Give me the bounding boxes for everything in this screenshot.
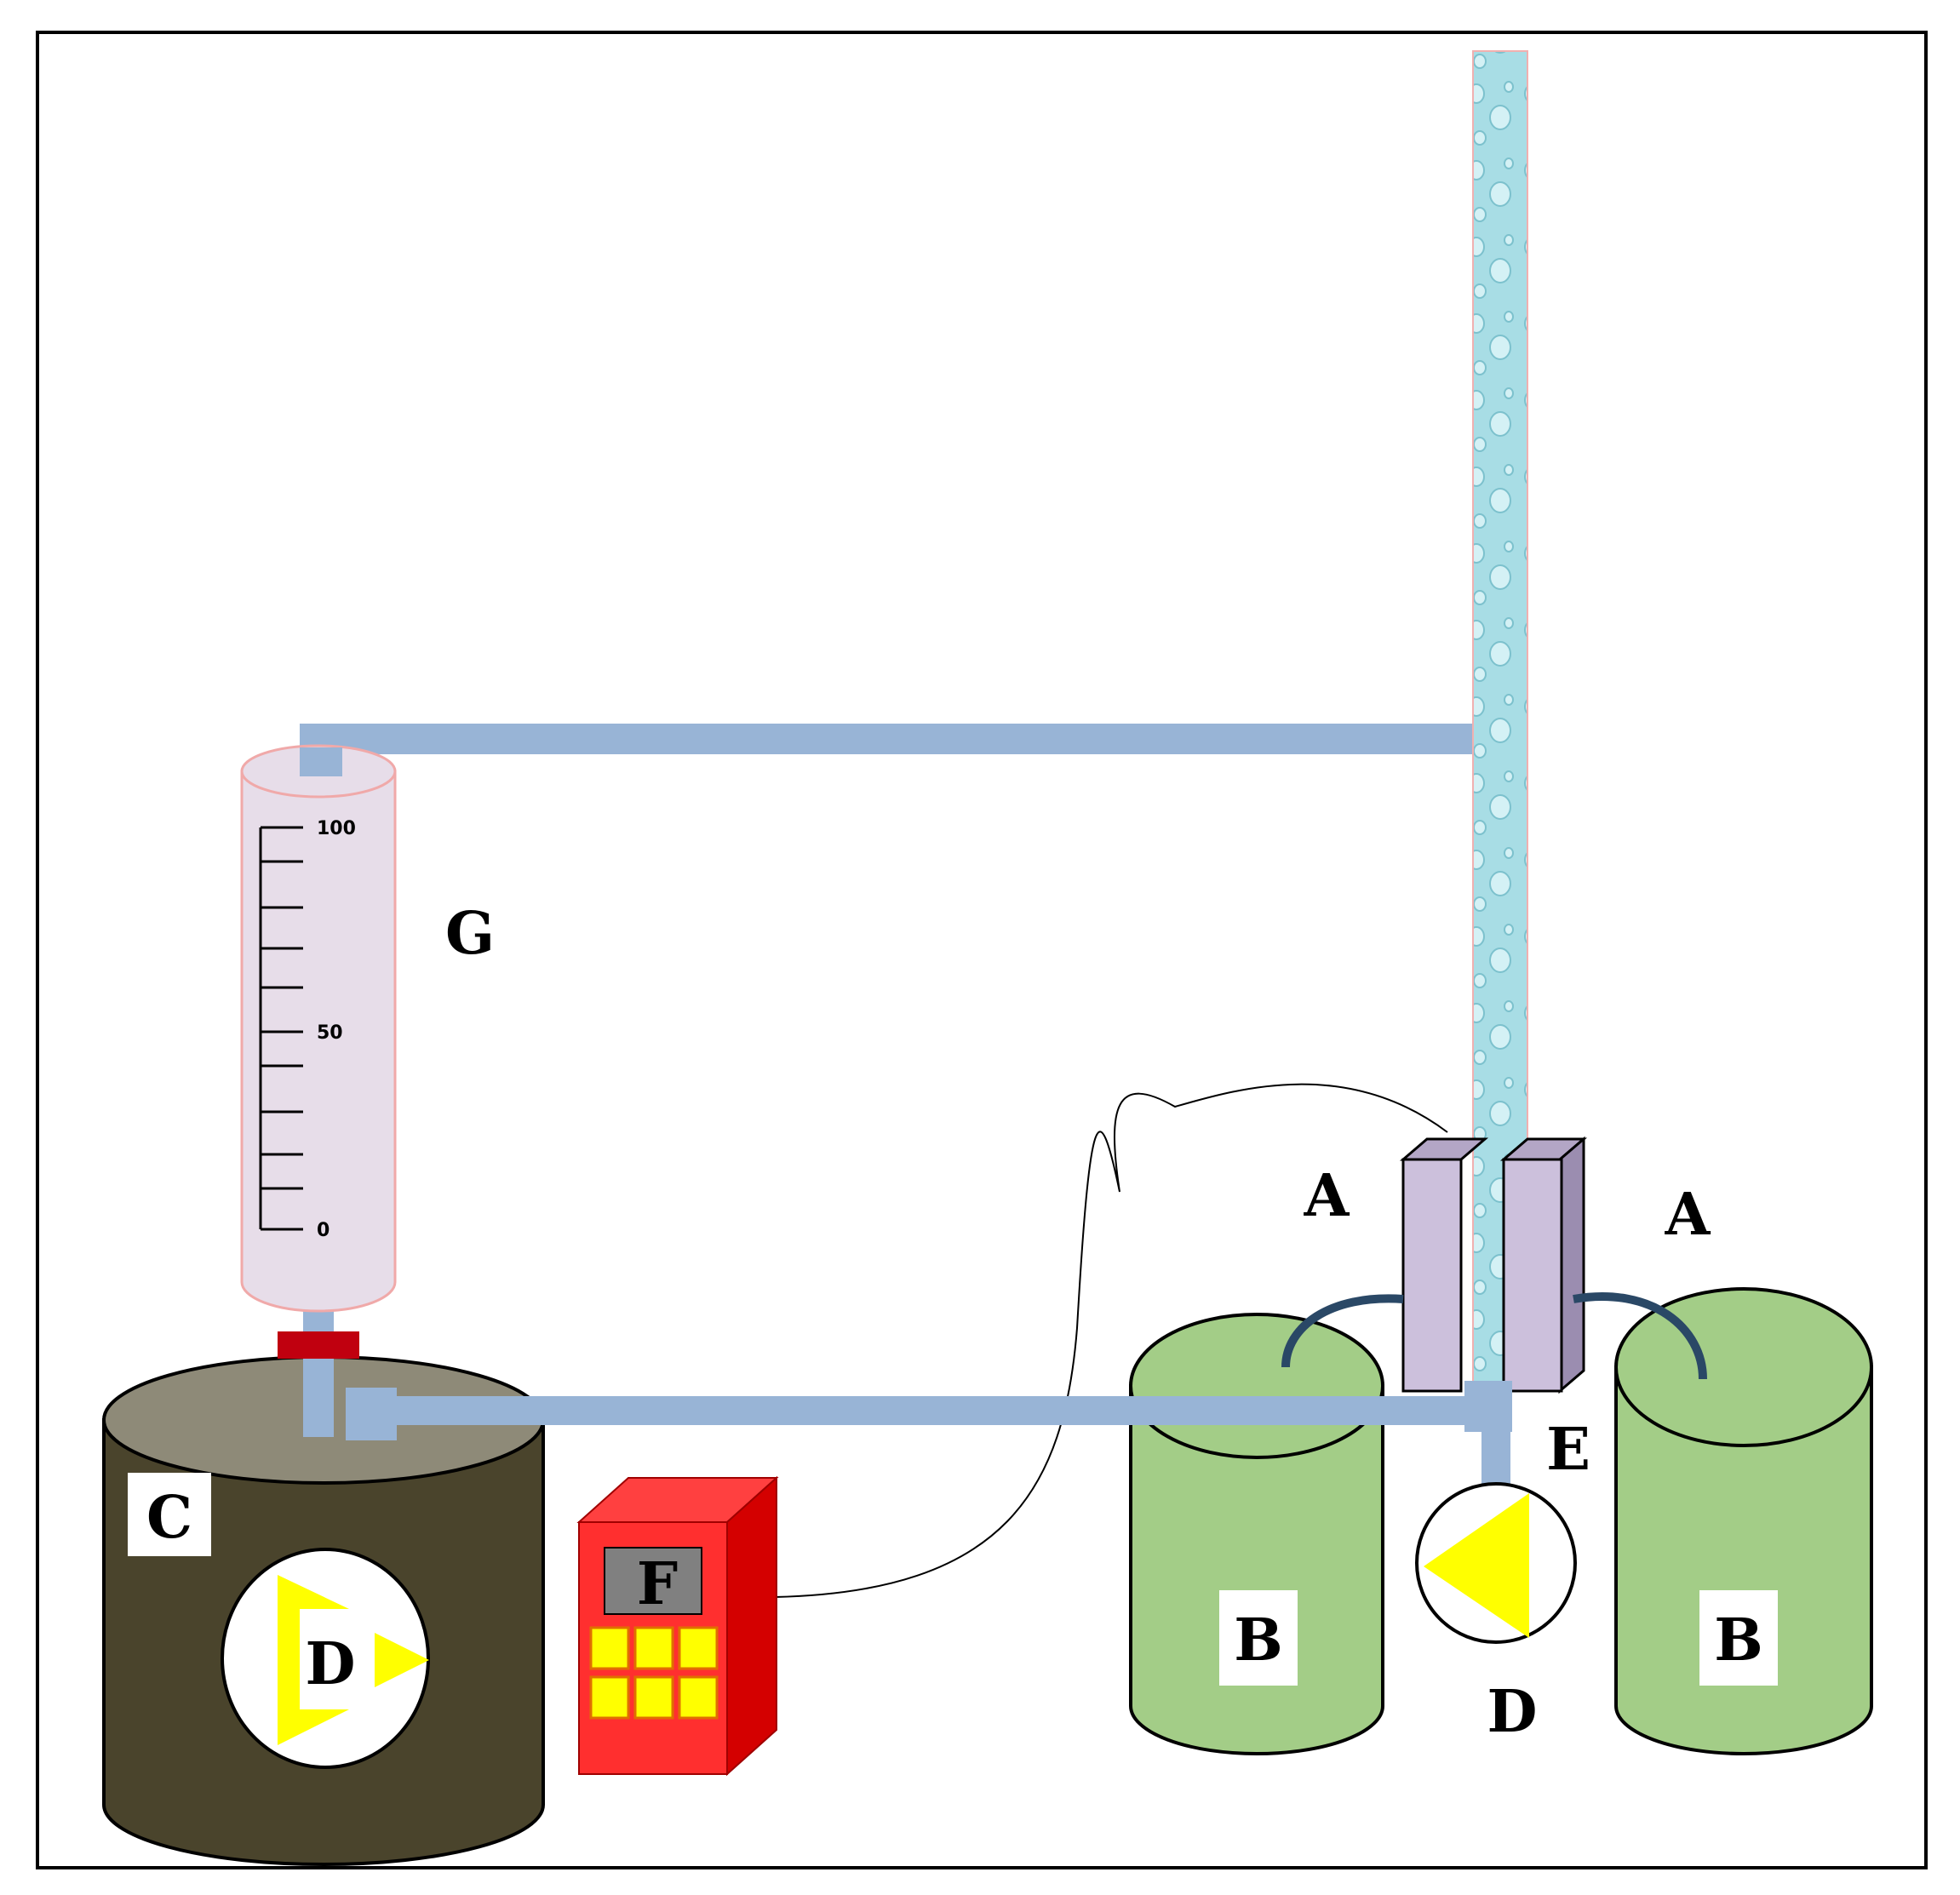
sensor-wire [774,1083,1448,1598]
pump-outlet-triangle [375,1633,429,1687]
valve [278,1331,359,1359]
label-e: E [1546,1416,1590,1484]
cylinder-scale [259,826,303,1231]
scale-label-100: 100 [317,818,356,839]
label-f: F [637,1550,678,1618]
label-box-b-right [1699,1590,1778,1686]
graduated-cylinder-g: 100 50 0 [240,744,397,1313]
label-b-left: B [1234,1606,1282,1675]
pump-impeller-triangle [278,1575,349,1745]
label-d-pump: D [1487,1678,1538,1746]
pump-lower-triangle [1424,1493,1529,1638]
label-g: G [445,900,495,968]
connector-arc-right [1573,1291,1707,1380]
label-b-right: B [1714,1606,1762,1675]
pipe-tank-inlet [346,1388,397,1440]
label-a-right: A [1665,1181,1711,1249]
scale-label-50: 50 [317,1022,343,1044]
pipe-bottom-horizontal [366,1396,1490,1425]
pump-d-lower [1415,1482,1577,1644]
scale-label-0: 0 [317,1220,330,1241]
label-box-d [300,1628,361,1697]
pipe-cylinder-outlet [303,1308,334,1437]
junction-e [1464,1381,1512,1432]
controller-f [576,1475,779,1777]
electrode-a-right [1499,1136,1588,1394]
pipe-top-horizontal [300,724,1475,754]
label-d-tank: D [306,1630,356,1698]
pipe-to-pump [1481,1427,1510,1485]
label-box-c [128,1473,211,1556]
label-a-left: A [1304,1162,1350,1230]
controller-display [604,1547,702,1615]
pipe-top-into-cylinder [300,747,342,776]
electrode-a-left [1399,1137,1489,1393]
container-b-left [1129,1313,1384,1755]
label-c: C [146,1484,192,1552]
connector-arc-left [1281,1294,1404,1368]
label-box-b-left [1219,1590,1298,1686]
controller-keypad [589,1626,719,1720]
